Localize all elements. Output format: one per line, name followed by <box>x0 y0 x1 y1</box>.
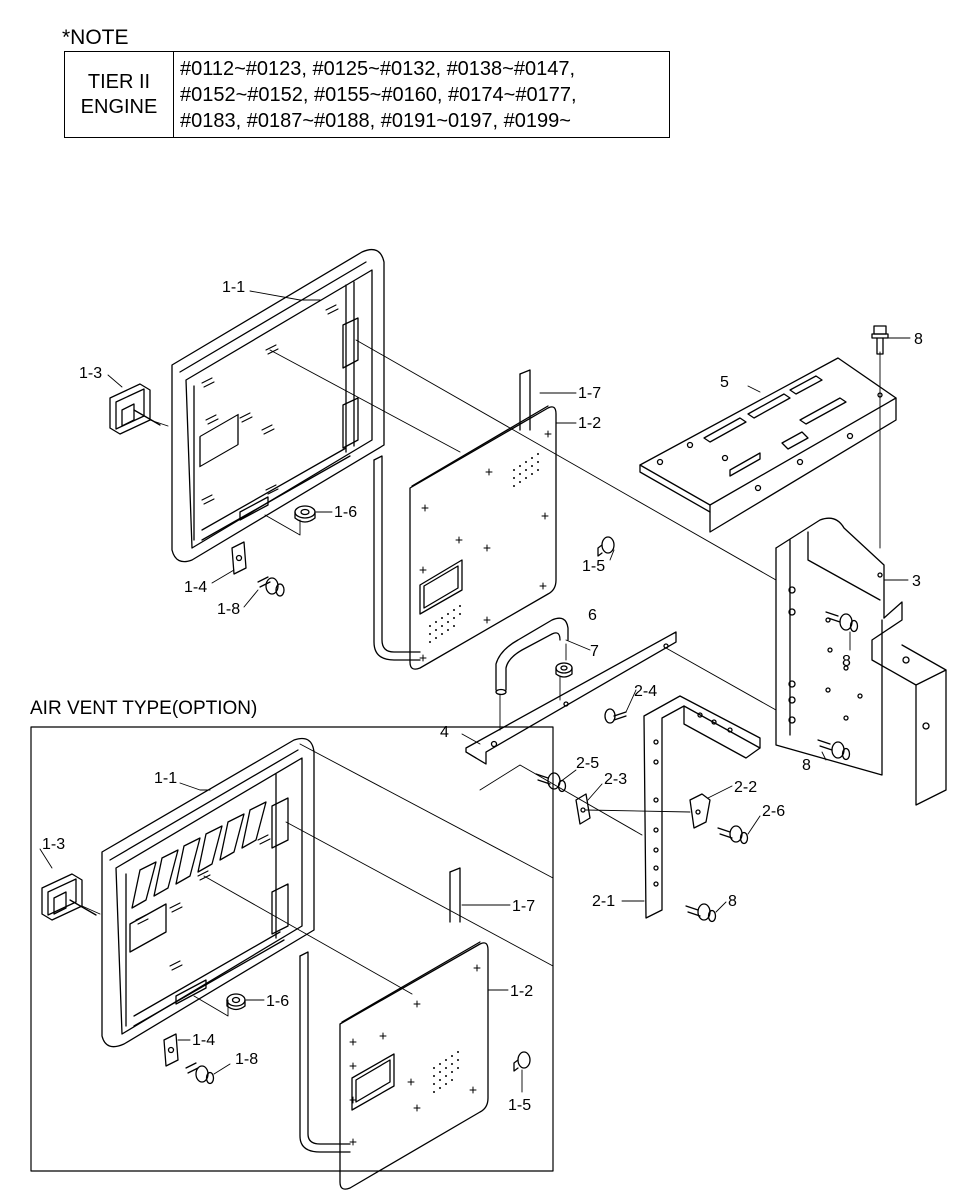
part-labels: 1-1 1-3 1-7 1-2 1-6 1-5 1-4 1-8 5 8 3 8 … <box>42 279 923 1114</box>
seal-strip-1-7 <box>373 369 531 661</box>
label-option-1-3: 1-3 <box>42 836 65 853</box>
note-title: *NOTE <box>62 26 129 49</box>
label-1-4: 1-4 <box>184 579 207 596</box>
option-air-vent-slots <box>131 801 267 909</box>
label-1-6: 1-6 <box>334 504 357 521</box>
option-door-frame-1-1 <box>101 737 315 1048</box>
label-1-3: 1-3 <box>79 365 102 382</box>
bolt-8-bottom <box>685 903 717 923</box>
option-grommet-1-6 <box>226 993 246 1011</box>
clip-2-2 <box>689 793 711 829</box>
label-1-8: 1-8 <box>217 601 240 618</box>
engine-key-cell: TIER II ENGINE <box>64 51 174 138</box>
label-1-1: 1-1 <box>222 279 245 296</box>
label-1-2: 1-2 <box>578 415 601 432</box>
label-option-1-5: 1-5 <box>508 1097 531 1114</box>
assembly-lines-option <box>81 743 554 1017</box>
label-option-1-7: 1-7 <box>512 898 535 915</box>
option-panel-vent-dots <box>433 1051 459 1093</box>
knob-1-5 <box>597 536 615 557</box>
serial-range-line: #0112~#0123, #0125~#0132, #0138~#0147, <box>180 57 576 80</box>
latch-1-3 <box>109 383 161 435</box>
label-5: 5 <box>720 374 729 391</box>
label-4: 4 <box>440 724 449 741</box>
hinge-bracket-1-4 <box>231 541 247 575</box>
label-2-4: 2-4 <box>634 683 657 700</box>
assembly-lines-main <box>149 339 881 836</box>
bracket-2-1 <box>643 695 761 919</box>
label-option-1-8: 1-8 <box>235 1051 258 1068</box>
option-panel-screw-marks <box>349 964 481 1146</box>
label-8-top: 8 <box>914 331 923 348</box>
tier-ii-engine-table: TIER II ENGINE #0112~#0123, #0125~#0132,… <box>64 51 670 138</box>
grab-handle-6 <box>495 617 569 696</box>
label-2-2: 2-2 <box>734 779 757 796</box>
label-option-1-1: 1-1 <box>154 770 177 787</box>
bolt-8-low <box>817 739 851 761</box>
serial-range-cell: #0112~#0123, #0125~#0132, #0138~#0147, #… <box>173 51 670 138</box>
leader-lines <box>39 290 911 1093</box>
bolt-8-mid <box>825 611 859 633</box>
bolt-2-6 <box>717 825 749 845</box>
label-8-low: 8 <box>802 757 811 774</box>
option-box-title: AIR VENT TYPE(OPTION) <box>30 698 258 719</box>
nut-7 <box>555 662 573 678</box>
label-1-7: 1-7 <box>578 385 601 402</box>
grommet-1-6 <box>294 505 316 523</box>
label-2-6: 2-6 <box>762 803 785 820</box>
option-door-panel-1-2 <box>339 941 489 1190</box>
option-box-frame <box>30 726 554 1172</box>
label-6: 6 <box>588 607 597 624</box>
option-knob-1-5 <box>513 1051 531 1072</box>
clip-2-3 <box>575 793 591 825</box>
label-8-mid: 8 <box>842 653 851 670</box>
engine-key-line: ENGINE <box>80 95 158 118</box>
label-7: 7 <box>590 643 599 660</box>
label-2-3: 2-3 <box>604 771 627 788</box>
label-1-5: 1-5 <box>582 558 605 575</box>
door-panel-1-2 <box>409 405 557 670</box>
label-option-1-2: 1-2 <box>510 983 533 1000</box>
bolt-1-8 <box>257 576 285 597</box>
mounting-plate-5 <box>639 357 897 533</box>
option-latch-1-3 <box>41 873 97 921</box>
label-2-1: 2-1 <box>592 893 615 910</box>
serial-range-line: #0183, #0187~#0188, #0191~0197, #0199~ <box>180 109 571 132</box>
door-frame-bolts <box>201 304 339 505</box>
label-3: 3 <box>912 573 921 590</box>
panel-vent-dots <box>429 453 539 643</box>
serial-range-line: #0152~#0152, #0155~#0160, #0174~#0177, <box>180 83 577 106</box>
label-8-bottom: 8 <box>728 893 737 910</box>
bolt-2-4 <box>604 708 627 724</box>
option-seal-strip-1-7 <box>299 867 461 1153</box>
option-frame-bolts <box>135 834 271 971</box>
label-option-1-4: 1-4 <box>192 1032 215 1049</box>
label-option-1-6: 1-6 <box>266 993 289 1010</box>
label-2-5: 2-5 <box>576 755 599 772</box>
panel-screw-marks <box>419 430 552 662</box>
option-bolt-1-8 <box>185 1062 215 1085</box>
engine-key-line: TIER II <box>87 70 151 93</box>
option-hinge-1-4 <box>163 1033 179 1067</box>
door-frame-1-1 <box>171 248 385 563</box>
bolt-8-top <box>871 325 889 355</box>
